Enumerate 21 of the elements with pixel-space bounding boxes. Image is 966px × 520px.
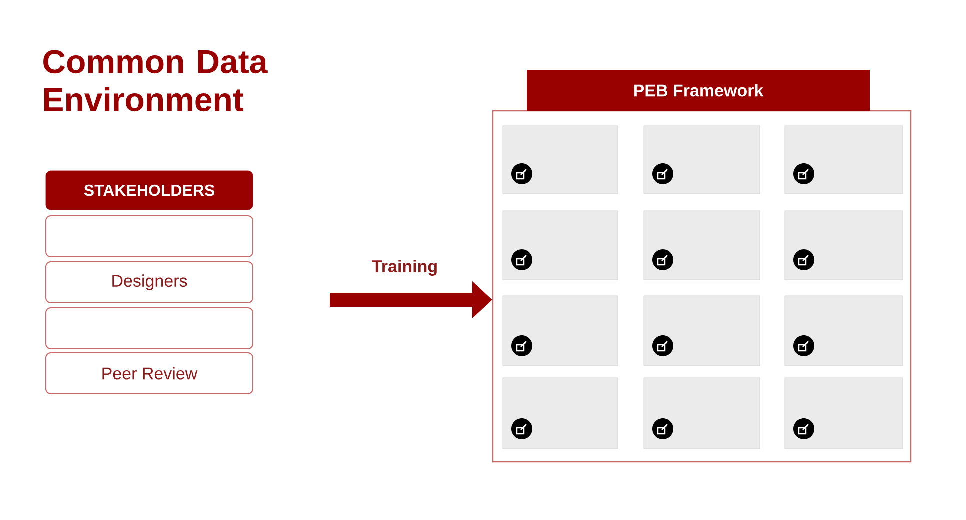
header-box: STAKEHOLDERS: [46, 170, 254, 210]
screenshot-picture: [644, 210, 760, 280]
screenshot-picture: [644, 378, 760, 450]
screenshot-picture: [502, 126, 618, 194]
screenshot-picture: [784, 378, 904, 450]
screenshot-picture: [502, 210, 618, 280]
framework-panel: PEB Framework: [492, 70, 912, 463]
screenshot-picture: [644, 296, 760, 366]
stakeholder-box: Peer Review: [46, 352, 254, 394]
screenshot-picture: [502, 296, 618, 366]
stakeholder-box: Designers: [46, 262, 254, 304]
title: Common Data Environment: [44, 50, 268, 112]
screenshot-picture: [784, 296, 904, 366]
edge-label: Training: [372, 260, 437, 276]
screenshot-picture: [784, 126, 904, 194]
stakeholder-box: [46, 308, 254, 350]
node-label: PEB Framework: [634, 84, 764, 97]
screenshot-picture: [644, 126, 760, 194]
screenshot-picture: [784, 210, 904, 280]
screenshot-picture: [502, 378, 618, 450]
stakeholder-box: [46, 216, 254, 258]
